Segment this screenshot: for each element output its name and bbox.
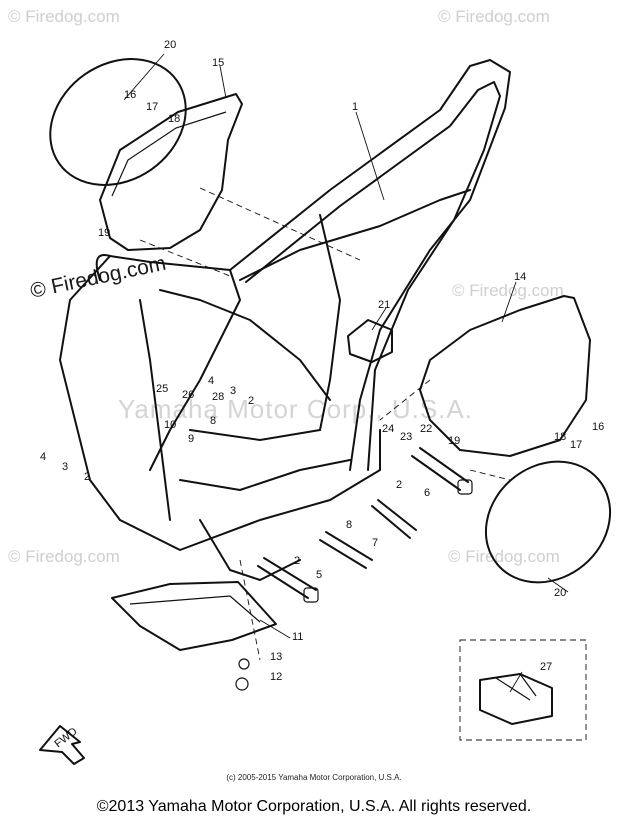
fwd-arrow-icon: FWD xyxy=(39,725,85,765)
callout-2-3: 2 xyxy=(294,555,300,567)
frame xyxy=(59,59,511,581)
callout-28: 28 xyxy=(212,391,224,403)
callout-14: 14 xyxy=(514,271,526,283)
callout-13: 13 xyxy=(270,651,282,663)
watermark-right: © Firedog.com xyxy=(452,281,564,300)
callout-20: 20 xyxy=(164,39,176,51)
watermark-mid-left: © Firedog.com xyxy=(8,547,120,566)
watermark-mid-right: © Firedog.com xyxy=(448,547,560,566)
bolt-5b xyxy=(319,531,373,569)
callout-16: 16 xyxy=(124,89,136,101)
callout-17-2: 17 xyxy=(570,439,582,451)
callout-8-2: 8 xyxy=(346,519,352,531)
bolt-5 xyxy=(257,557,317,599)
callout-18: 18 xyxy=(168,113,180,125)
callout-4-2: 4 xyxy=(40,451,46,463)
bracket-21 xyxy=(347,319,393,363)
callout-labels: 1222233445678891011121314151616171718181… xyxy=(40,39,604,683)
callout-17: 17 xyxy=(146,101,158,113)
side-cover-plate-left xyxy=(99,93,243,251)
callout-20-2: 20 xyxy=(554,587,566,599)
callout-23: 23 xyxy=(400,431,412,443)
callout-11: 11 xyxy=(292,631,303,643)
callout-16-2: 16 xyxy=(592,421,604,433)
skid-plate xyxy=(111,581,277,651)
callout-2: 2 xyxy=(248,395,254,407)
callout-26: 26 xyxy=(182,389,194,401)
callout-15: 15 xyxy=(212,57,224,69)
callout-7: 7 xyxy=(372,537,378,549)
callout-27: 27 xyxy=(540,661,552,673)
callout-2-2: 2 xyxy=(84,471,90,483)
callout-8: 8 xyxy=(210,415,216,427)
callout-21: 21 xyxy=(378,299,390,311)
callout-22: 22 xyxy=(420,423,432,435)
part-27-box xyxy=(459,639,587,741)
bolt-7 xyxy=(371,499,417,539)
watermark-top-right: © Firedog.com xyxy=(438,7,550,26)
callout-25: 25 xyxy=(156,383,168,395)
bolt-6 xyxy=(411,447,469,491)
callout-2-4: 2 xyxy=(396,479,402,491)
callout-19: 19 xyxy=(98,227,110,239)
watermark-top-left: © Firedog.com xyxy=(8,7,120,26)
callout-9: 9 xyxy=(188,433,194,445)
callout-10: 10 xyxy=(164,419,176,431)
nut-13 xyxy=(238,658,250,670)
small-copyright: (c) 2005-2015 Yamaha Motor Corporation, … xyxy=(226,773,402,782)
callout-18-2: 18 xyxy=(554,431,566,443)
callout-4: 4 xyxy=(208,375,214,387)
callout-5: 5 xyxy=(316,569,322,581)
callout-6: 6 xyxy=(424,487,430,499)
bolt-12 xyxy=(235,677,249,691)
callout-19-2: 19 xyxy=(448,435,460,447)
callout-1: 1 xyxy=(352,101,358,113)
side-cover-disc-left xyxy=(49,58,187,186)
callout-12: 12 xyxy=(270,671,282,683)
callout-24: 24 xyxy=(382,423,394,435)
callout-3-2: 3 xyxy=(62,461,68,473)
side-cover-disc-right xyxy=(484,460,612,584)
side-cover-right xyxy=(419,295,591,457)
copyright-notice: ©2013 Yamaha Motor Corporation, U.S.A. A… xyxy=(96,798,532,815)
callout-3: 3 xyxy=(230,385,236,397)
